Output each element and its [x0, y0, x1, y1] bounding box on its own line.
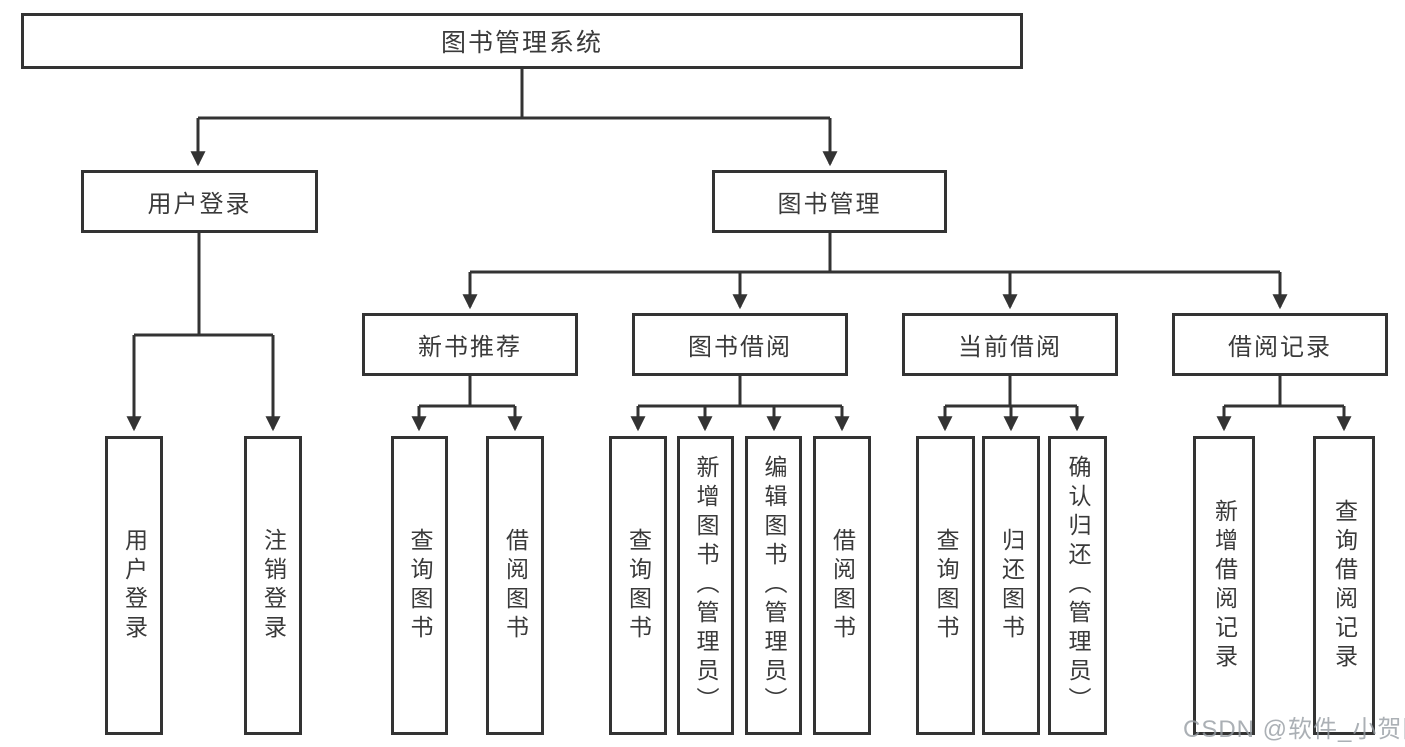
leaf-search-book-current: 查询图书	[916, 436, 975, 735]
leaf-logout-label: 注销登录	[260, 527, 287, 644]
node-root: 图书管理系统	[21, 13, 1023, 69]
node-book-borrow: 图书借阅	[632, 313, 848, 376]
node-borrow-records-label: 借阅记录	[1228, 334, 1332, 361]
leaf-add-book-admin: 新增图书（管理员）	[677, 436, 734, 735]
node-root-label: 图书管理系统	[440, 29, 603, 57]
leaf-logout: 注销登录	[244, 436, 302, 735]
leaf-confirm-return-admin: 确认归还（管理员）	[1048, 436, 1107, 735]
leaf-edit-book-admin: 编辑图书（管理员）	[745, 436, 802, 735]
leaf-search-book-recommend: 查询图书	[391, 436, 448, 735]
leaf-borrow-book-recommend-label: 借阅图书	[502, 527, 529, 644]
node-current-borrow-label: 当前借阅	[958, 334, 1062, 361]
node-user-login-label: 用户登录	[147, 191, 252, 218]
leaf-return-book: 归还图书	[982, 436, 1040, 735]
node-user-login: 用户登录	[81, 170, 318, 233]
leaf-add-book-admin-label: 新增图书（管理员）	[693, 455, 719, 716]
leaf-search-book-borrow-label: 查询图书	[625, 527, 652, 644]
node-book-borrow-label: 图书借阅	[688, 334, 792, 361]
node-new-book-recommend-label: 新书推荐	[418, 334, 522, 361]
leaf-search-book-borrow: 查询图书	[609, 436, 667, 735]
node-book-management: 图书管理	[712, 170, 947, 233]
node-current-borrow: 当前借阅	[902, 313, 1118, 376]
leaf-search-borrow-record-label: 查询借阅记录	[1331, 498, 1358, 673]
leaf-return-book-label: 归还图书	[998, 527, 1025, 644]
node-book-management-label: 图书管理	[777, 191, 882, 218]
node-borrow-records: 借阅记录	[1172, 313, 1388, 376]
csdn-watermark: CSDN @软件_小贺同学	[1183, 716, 1405, 743]
leaf-add-borrow-record: 新增借阅记录	[1193, 436, 1255, 735]
leaf-confirm-return-admin-label: 确认归还（管理员）	[1065, 455, 1091, 716]
leaf-borrow-book-recommend: 借阅图书	[486, 436, 544, 735]
leaf-borrow-book-label: 借阅图书	[829, 527, 856, 644]
leaf-search-book-current-label: 查询图书	[933, 527, 959, 644]
leaf-add-borrow-record-label: 新增借阅记录	[1211, 498, 1238, 673]
leaf-borrow-book: 借阅图书	[813, 436, 871, 735]
leaf-user-login: 用户登录	[105, 436, 163, 735]
node-new-book-recommend: 新书推荐	[362, 313, 578, 376]
leaf-user-login-label: 用户登录	[121, 527, 148, 644]
leaf-search-book-recommend-label: 查询图书	[407, 527, 433, 644]
leaf-edit-book-admin-label: 编辑图书（管理员）	[761, 455, 787, 716]
leaf-search-borrow-record: 查询借阅记录	[1313, 436, 1375, 735]
